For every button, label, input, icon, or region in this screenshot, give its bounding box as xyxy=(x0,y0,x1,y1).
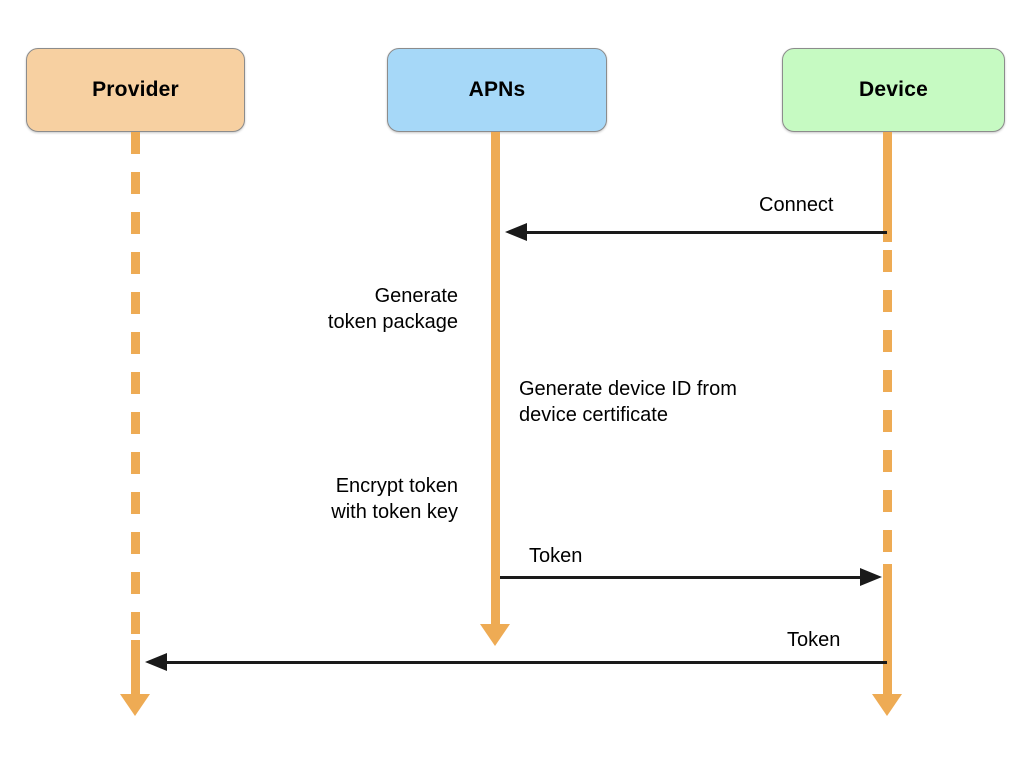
message-label-token-to-provider: Token xyxy=(787,629,841,651)
actor-box-provider[interactable]: Provider xyxy=(26,48,245,132)
lifeline-device-solid-bottom xyxy=(883,564,892,694)
lifeline-provider-solid xyxy=(131,640,140,694)
lifeline-end-arrow-provider xyxy=(120,694,150,716)
lifeline-apns-solid xyxy=(491,132,500,624)
message-arrowhead-connect xyxy=(505,223,527,241)
lifeline-end-arrow-device xyxy=(872,694,902,716)
note-encrypt-token: Encrypt token with token key xyxy=(331,475,458,523)
actor-label-apns: APNs xyxy=(468,78,526,101)
message-label-connect: Connect xyxy=(759,194,834,216)
lifeline-device-solid-top xyxy=(883,132,892,242)
message-line-token-to-device xyxy=(500,576,865,579)
note-generate-token-package: Generate token package xyxy=(327,285,458,333)
message-arrowhead-token-to-provider xyxy=(145,653,167,671)
message-label-token-to-device: Token xyxy=(529,545,583,567)
lifeline-device-dashed xyxy=(883,250,892,570)
lifeline-provider-dashed xyxy=(131,132,140,640)
message-line-connect xyxy=(510,231,887,234)
lifeline-end-arrow-apns xyxy=(480,624,510,646)
message-line-token-to-provider xyxy=(158,661,887,664)
actor-box-device[interactable]: Device xyxy=(782,48,1005,132)
note-generate-device-id: Generate device ID from device certifica… xyxy=(519,378,737,426)
message-arrowhead-token-to-device xyxy=(860,568,882,586)
actor-box-apns[interactable]: APNs xyxy=(387,48,607,132)
actor-label-device: Device xyxy=(859,78,928,101)
actor-label-provider: Provider xyxy=(92,78,179,101)
